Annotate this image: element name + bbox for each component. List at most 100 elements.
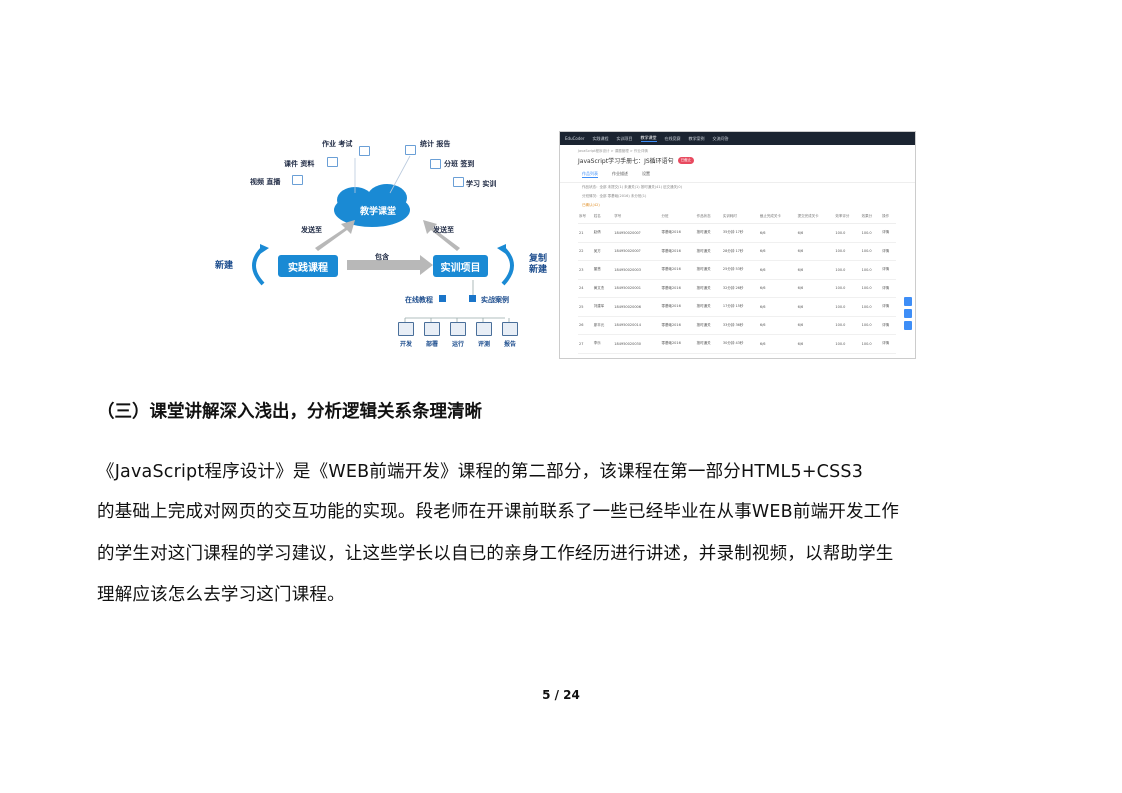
table-cell: 18495002000? xyxy=(613,242,661,261)
table-cell: 6/6 xyxy=(758,334,797,354)
class-filter[interactable]: 分班情况：全部 零基础(2016) 未分班(1) xyxy=(582,194,647,198)
practice-case-label: 实战案例 xyxy=(481,296,509,304)
class-signin-label: 分班 签到 xyxy=(444,160,475,168)
send-to-left: 发送至 xyxy=(301,226,322,234)
side-action-button[interactable] xyxy=(904,321,912,330)
nav-classroom[interactable]: 教学课堂 xyxy=(640,135,657,142)
nav-cases[interactable]: 教学案例 xyxy=(688,135,705,141)
table-cell: 35分钟 17秒 xyxy=(721,223,759,243)
practice-case-square xyxy=(469,295,476,302)
table-cell: 6/6 xyxy=(758,242,797,261)
run-icon xyxy=(450,322,466,336)
column-header[interactable]: 作品状态 xyxy=(695,210,722,224)
table-cell: 6/6 xyxy=(758,297,797,317)
table-cell[interactable]: 详情 xyxy=(881,223,896,243)
report-icon xyxy=(502,322,518,336)
table-cell: 33分钟 36秒 xyxy=(721,316,759,335)
table-cell: 董慧 xyxy=(592,260,614,280)
column-header[interactable]: 操作 xyxy=(881,210,896,224)
send-to-right: 发送至 xyxy=(433,226,454,234)
breadcrumb: JavaScript程序设计 > 课题管理 > 作业详情 xyxy=(578,149,648,153)
video-live-label: 视频 直播 xyxy=(250,178,281,186)
column-header[interactable]: 分班 xyxy=(660,210,696,224)
table-cell: 25 xyxy=(578,297,593,317)
table-cell: 100.0 xyxy=(860,334,882,354)
table-cell: 6/6 xyxy=(758,279,797,298)
table-cell[interactable]: 详情 xyxy=(881,242,896,261)
stats-report-label: 统计 报告 xyxy=(420,140,451,148)
table-cell: 6/6 xyxy=(796,223,835,243)
table-cell: 24 xyxy=(578,279,593,298)
online-tutorial-label: 在线教程 xyxy=(405,296,433,304)
status-filter[interactable]: 作品状态：全部 未提交(1) 未通关(1) 按时通关(41) 迟交通关(0) xyxy=(582,185,683,189)
top-nav: EduCoder 实践课程 实训项目 教学课堂 在线竞赛 教学案例 交流问答 xyxy=(560,132,915,145)
column-header[interactable]: 提交完成关卡 xyxy=(796,210,835,224)
table-cell[interactable]: 详情 xyxy=(881,297,896,317)
section-heading: （三）课堂讲解深入浅出，分析逻辑关系条理清晰 xyxy=(97,402,482,422)
table-cell[interactable]: 详情 xyxy=(881,260,896,280)
column-header[interactable]: 截止完成关卡 xyxy=(758,210,797,224)
table-cell: 100.0 xyxy=(834,297,861,317)
stats-icon xyxy=(405,145,416,155)
table-cell: 6/6 xyxy=(758,316,797,335)
deploy-icon xyxy=(424,322,440,336)
contains-label: 包含 xyxy=(375,253,389,261)
column-header[interactable]: 学号 xyxy=(613,210,661,224)
table-cell: 17分钟 15秒 xyxy=(721,297,759,317)
tab-bar: 作品列表 作业描述 设置 xyxy=(560,167,915,183)
side-action-button[interactable] xyxy=(904,309,912,318)
table-cell: 零基础2016 xyxy=(660,334,696,354)
center-label: 教学课堂 xyxy=(360,207,397,217)
table-cell[interactable]: 详情 xyxy=(881,316,896,335)
tab-settings[interactable]: 设置 xyxy=(642,171,650,176)
educoder-screenshot: EduCoder 实践课程 实训项目 教学课堂 在线竞赛 教学案例 交流问答 J… xyxy=(559,131,916,359)
paragraph-line: 理解应该怎么去学习这门课程。 xyxy=(97,585,345,605)
table-cell: 30分钟 43秒 xyxy=(721,334,759,354)
column-header[interactable]: 姓名 xyxy=(592,210,614,224)
result-count: 已确认(42) xyxy=(582,203,600,207)
table-cell: 100.0 xyxy=(860,297,882,317)
side-action-button[interactable] xyxy=(904,297,912,306)
table-cell: 184950020030 xyxy=(613,334,661,354)
table-cell: 零基础2016 xyxy=(660,242,696,261)
table-cell: 27 xyxy=(578,334,593,354)
column-header[interactable]: 效果分 xyxy=(860,210,882,224)
tab-description[interactable]: 作业描述 xyxy=(612,171,628,176)
nav-logo[interactable]: EduCoder xyxy=(565,136,585,141)
evaluate-caption: 评测 xyxy=(478,341,491,348)
table-cell: 100.0 xyxy=(834,316,861,335)
table-cell: 100.0 xyxy=(860,279,882,298)
table-cell: 26 xyxy=(578,316,593,335)
table-cell: 6/6 xyxy=(758,260,797,280)
paragraph-line: 《JavaScript程序设计》是《WEB前端开发》课程的第二部分，该课程在第一… xyxy=(97,462,864,482)
column-header[interactable]: 效率评分 xyxy=(834,210,861,224)
table-cell: 184950020003 xyxy=(613,260,661,280)
table-cell: 100.0 xyxy=(860,260,882,280)
table-cell: 按时通关 xyxy=(695,223,722,243)
nav-qa[interactable]: 交流问答 xyxy=(712,135,729,141)
table-cell: 100.0 xyxy=(834,242,861,261)
tab-works[interactable]: 作品列表 xyxy=(582,171,598,178)
table-cell: 6/6 xyxy=(796,297,835,317)
table-cell: 23 xyxy=(578,260,593,280)
nav-contest[interactable]: 在线竞赛 xyxy=(664,135,681,141)
evaluate-icon xyxy=(476,322,492,336)
table-cell: 按时通关 xyxy=(695,242,722,261)
nav-practice[interactable]: 实践课程 xyxy=(592,135,609,141)
table-cell[interactable]: 详情 xyxy=(881,279,896,298)
column-header[interactable]: 实训耗时 xyxy=(721,210,759,224)
courseware-label: 课件 资料 xyxy=(284,160,315,168)
develop-caption: 开发 xyxy=(400,341,413,348)
table-header: 序号姓名学号分班作品状态实训耗时截止完成关卡提交完成关卡效率评分效果分操作 xyxy=(578,210,896,224)
class-icon xyxy=(430,159,441,169)
table-cell: 6/6 xyxy=(758,223,797,243)
column-header[interactable]: 序号 xyxy=(578,210,593,224)
table-cell: 100.0 xyxy=(860,316,882,335)
nav-projects[interactable]: 实训项目 xyxy=(616,135,633,141)
table-cell[interactable]: 详情 xyxy=(881,334,896,354)
table-cell: 6/6 xyxy=(796,334,835,354)
